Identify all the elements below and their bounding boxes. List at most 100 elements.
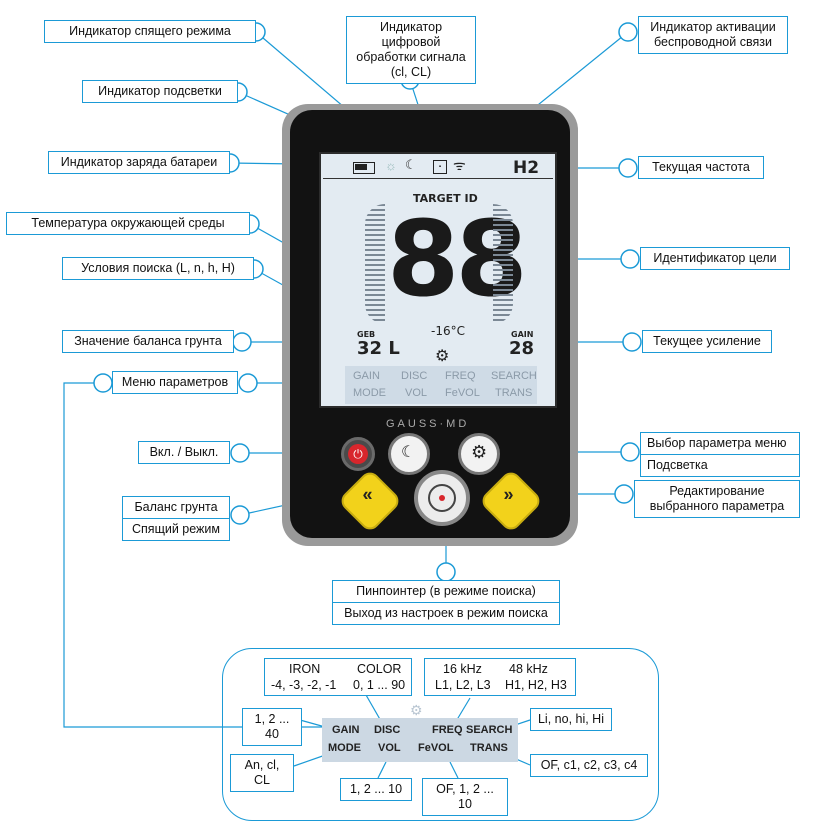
lcd-freq-code: H2 (513, 158, 540, 178)
moon-icon: ☾ (405, 157, 417, 172)
callout-param-menu-text: Меню параметров (121, 375, 229, 389)
param-menu-gain: GAIN (332, 724, 360, 736)
lcd-gain-value: 28 (509, 338, 535, 359)
param-disc-iron-values: -4, -3, -2, -1 (271, 678, 337, 692)
callout-ground-balance-value-text: Значение баланса грунта (74, 334, 222, 348)
callout-battery-indicator: Индикатор заряда батареи (48, 151, 230, 174)
param-search-values: Li, no, hi, Hi (530, 708, 612, 731)
param-trans-values-text: OF, c1, c2, c3, c4 (540, 758, 638, 772)
lcd-menu-fevol: FeVOL (445, 387, 480, 399)
callout-dsp-indicator: Индикатор цифровой обработки сигнала (cl… (346, 16, 476, 84)
lcd-screen: ☼ ☾ ▪ ᯤ H2 TARGET ID 88 -16°C GEB 32 L G… (319, 152, 557, 408)
lcd-menu-disc: DISC (401, 370, 428, 382)
lcd-menu-search: SEARCH (491, 370, 537, 382)
callout-pinpointer-text: Пинпоинтер (в режиме поиска) (356, 584, 536, 598)
menu-select-button[interactable]: ⚙ (458, 433, 500, 475)
callout-ground-balance-value: Значение баланса грунта (62, 330, 234, 353)
param-disc-color-values: 0, 1 ... 90 (353, 678, 406, 692)
param-menu-disc: DISC (374, 724, 401, 736)
callout-menu-select-text: Выбор параметра меню (647, 436, 787, 450)
lcd-geb-value: 32 L (357, 338, 400, 359)
param-disc-iron-header: IRON (289, 662, 321, 676)
lcd-target-label: TARGET ID (413, 192, 478, 205)
param-vol-range-text: 1, 2 ... 10 (349, 782, 403, 796)
gear-icon: ⚙ (435, 348, 450, 365)
callout-sleep-mode-text: Спящий режим (123, 518, 229, 537)
ground-balance-button[interactable]: ☾ (388, 433, 430, 475)
target-icon (428, 484, 456, 512)
dsp-icon: ▪ (433, 160, 447, 174)
right-signal-bars (493, 204, 513, 324)
callout-battery-text: Индикатор заряда батареи (60, 155, 218, 169)
callout-frequency-text: Текущая частота (652, 160, 750, 174)
callout-target-id-text: Идентификатор цели (653, 251, 777, 265)
callout-wireless-line2: беспроводной связи (654, 35, 772, 49)
param-menu-freq: FREQ (432, 724, 463, 736)
callout-wireless-indicator: Индикатор активации беспроводной связи (638, 16, 788, 54)
param-menu-vol: VOL (378, 742, 401, 754)
callout-edit-line1: Редактирование (669, 484, 765, 498)
param-gain-range-text: 1, 2 ... 40 (254, 712, 290, 741)
lcd-geb-label: GEB (357, 330, 376, 339)
param-menu-mode: MODE (328, 742, 361, 754)
callout-backlight-button-text: Подсветка (641, 454, 799, 473)
lcd-menu: GAIN DISC FREQ SEARCH MODE VOL FeVOL TRA… (345, 366, 537, 404)
callout-search-conditions-text: Условия поиска (L, n, h, H) (81, 261, 235, 275)
callout-dsp-line3: (cl, CL) (390, 65, 432, 79)
power-button[interactable]: ⏻ (341, 437, 375, 471)
left-signal-bars (365, 204, 385, 324)
param-disc-color-header: COLOR (357, 662, 402, 676)
parameters-frame (222, 648, 659, 821)
lcd-menu-mode: MODE (353, 387, 386, 399)
battery-icon (353, 162, 375, 174)
callout-ground-balance: Баланс грунта Спящий режим (122, 496, 230, 541)
callout-edit-param: Редактирование выбранного параметра (634, 480, 800, 518)
param-gain-range: 1, 2 ... 40 (242, 708, 302, 746)
param-mode-values-text: An, cl, CL (244, 758, 280, 787)
param-fevol-range: OF, 1, 2 ... 10 (422, 778, 508, 816)
param-freq-48-values: H1, H2, H3 (505, 678, 567, 692)
param-fevol-range-text: OF, 1, 2 ... 10 (436, 782, 494, 811)
callout-temperature: Температура окружающей среды (6, 212, 250, 235)
param-menu-gear-icon: ⚙ (410, 702, 423, 718)
param-freq-48-header: 48 kHz (509, 662, 548, 676)
param-vol-range: 1, 2 ... 10 (340, 778, 412, 801)
param-search-values-text: Li, no, hi, Hi (537, 712, 604, 726)
lcd-temperature: -16°C (431, 324, 465, 338)
callout-gain-value-text: Текущее усиление (653, 334, 761, 348)
param-menu-trans: TRANS (470, 742, 508, 754)
brand-logo: GAUSS·MD (386, 418, 470, 430)
param-menu: GAIN DISC FREQ SEARCH MODE VOL FeVOL TRA… (322, 718, 518, 762)
callout-frequency: Текущая частота (638, 156, 764, 179)
right-arrow-icon: » (503, 484, 514, 505)
callout-gain-value: Текущее усиление (642, 330, 772, 353)
param-freq-values: 16 kHz 48 kHz L1, L2, L3 H1, H2, H3 (424, 658, 576, 696)
param-menu-search: SEARCH (466, 724, 513, 736)
sun-icon: ☼ (385, 158, 397, 173)
callout-dsp-line2: цифровой обработки сигнала (356, 35, 466, 64)
callout-sleep-indicator: Индикатор спящего режима (44, 20, 256, 43)
callout-edit-line2: выбранного параметра (649, 499, 785, 513)
param-freq-16-values: L1, L2, L3 (435, 678, 491, 692)
callout-dsp-line1: Индикатор (379, 20, 443, 34)
callout-power: Вкл. / Выкл. (138, 441, 230, 464)
callout-target-id: Идентификатор цели (640, 247, 790, 270)
callout-sleep-indicator-text: Индикатор спящего режима (69, 24, 231, 38)
lcd-menu-trans: TRANS (495, 387, 533, 399)
lcd-menu-freq: FREQ (445, 370, 476, 382)
param-menu-fevol: FeVOL (418, 742, 454, 754)
power-icon: ⏻ (348, 444, 368, 464)
param-freq-16-header: 16 kHz (443, 662, 482, 676)
ground-balance-icon: ☾ (401, 444, 416, 461)
callout-param-menu: Меню параметров (112, 371, 238, 394)
callout-temperature-text: Температура окружающей среды (31, 216, 225, 230)
left-arrow-icon: « (362, 484, 373, 505)
param-mode-values: An, cl, CL (230, 754, 294, 792)
lcd-menu-gain: GAIN (353, 370, 380, 382)
callout-pinpointer: Пинпоинтер (в режиме поиска) Выход из на… (332, 580, 560, 625)
pinpointer-button[interactable] (414, 470, 470, 526)
menu-gear-icon: ⚙ (471, 442, 488, 462)
lcd-gain-label: GAIN (511, 330, 534, 339)
callout-menu-select: Выбор параметра меню Подсветка (640, 432, 800, 477)
param-trans-values: OF, c1, c2, c3, c4 (530, 754, 648, 777)
